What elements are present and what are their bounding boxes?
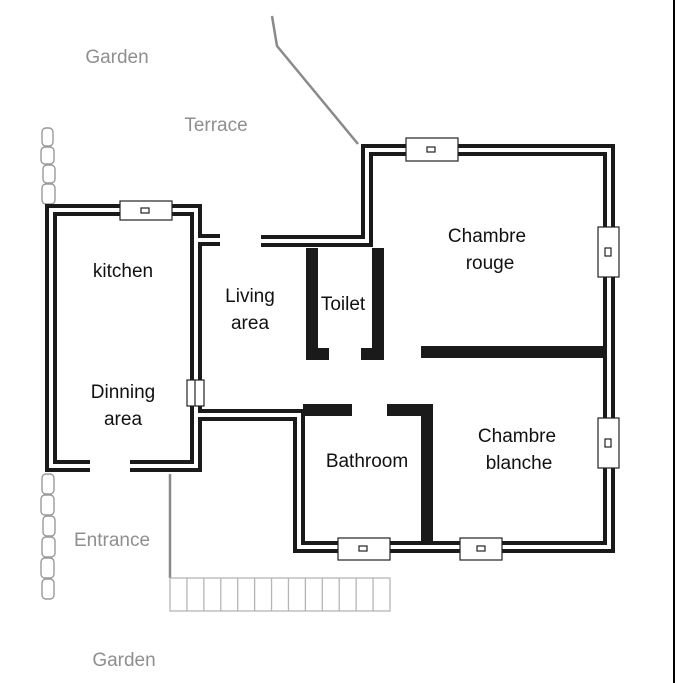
garden-path-line: [270, 15, 359, 145]
living-area-label-line1: Living: [225, 286, 275, 307]
kitchen-label: kitchen: [93, 261, 153, 282]
stone-wall-top: [40, 127, 56, 205]
toilet-label: Toilet: [321, 294, 366, 315]
chambre-blanche-label-line2: blanche: [486, 453, 553, 474]
chambre-rouge-label-line1: Chambre: [448, 226, 526, 247]
entrance-steps: [169, 577, 391, 612]
window-dining-side: [186, 379, 205, 407]
chambre-blanche-label-line1: Chambre: [478, 426, 556, 447]
chambre-rouge-label-line2: rouge: [466, 253, 515, 274]
window-chambre-blanche-right: [597, 417, 620, 469]
window-bathroom: [337, 537, 391, 561]
living-area-label-line2: area: [231, 313, 269, 334]
entrance-label: Entrance: [74, 530, 150, 551]
dining-area-label-line2: area: [104, 409, 142, 430]
bathroom-label: Bathroom: [326, 451, 408, 472]
window-kitchen: [119, 200, 173, 221]
window-chambre-blanche-bottom: [459, 537, 503, 561]
garden-label-top: Garden: [85, 47, 148, 68]
window-chambre-rouge-top: [405, 137, 459, 162]
window-chambre-rouge-right: [597, 226, 620, 278]
stone-wall-bottom: [40, 473, 56, 600]
dining-area-label-line1: Dinning: [91, 382, 155, 403]
garden-label-bottom: Garden: [92, 650, 155, 671]
terrace-label: Terrace: [184, 115, 247, 136]
